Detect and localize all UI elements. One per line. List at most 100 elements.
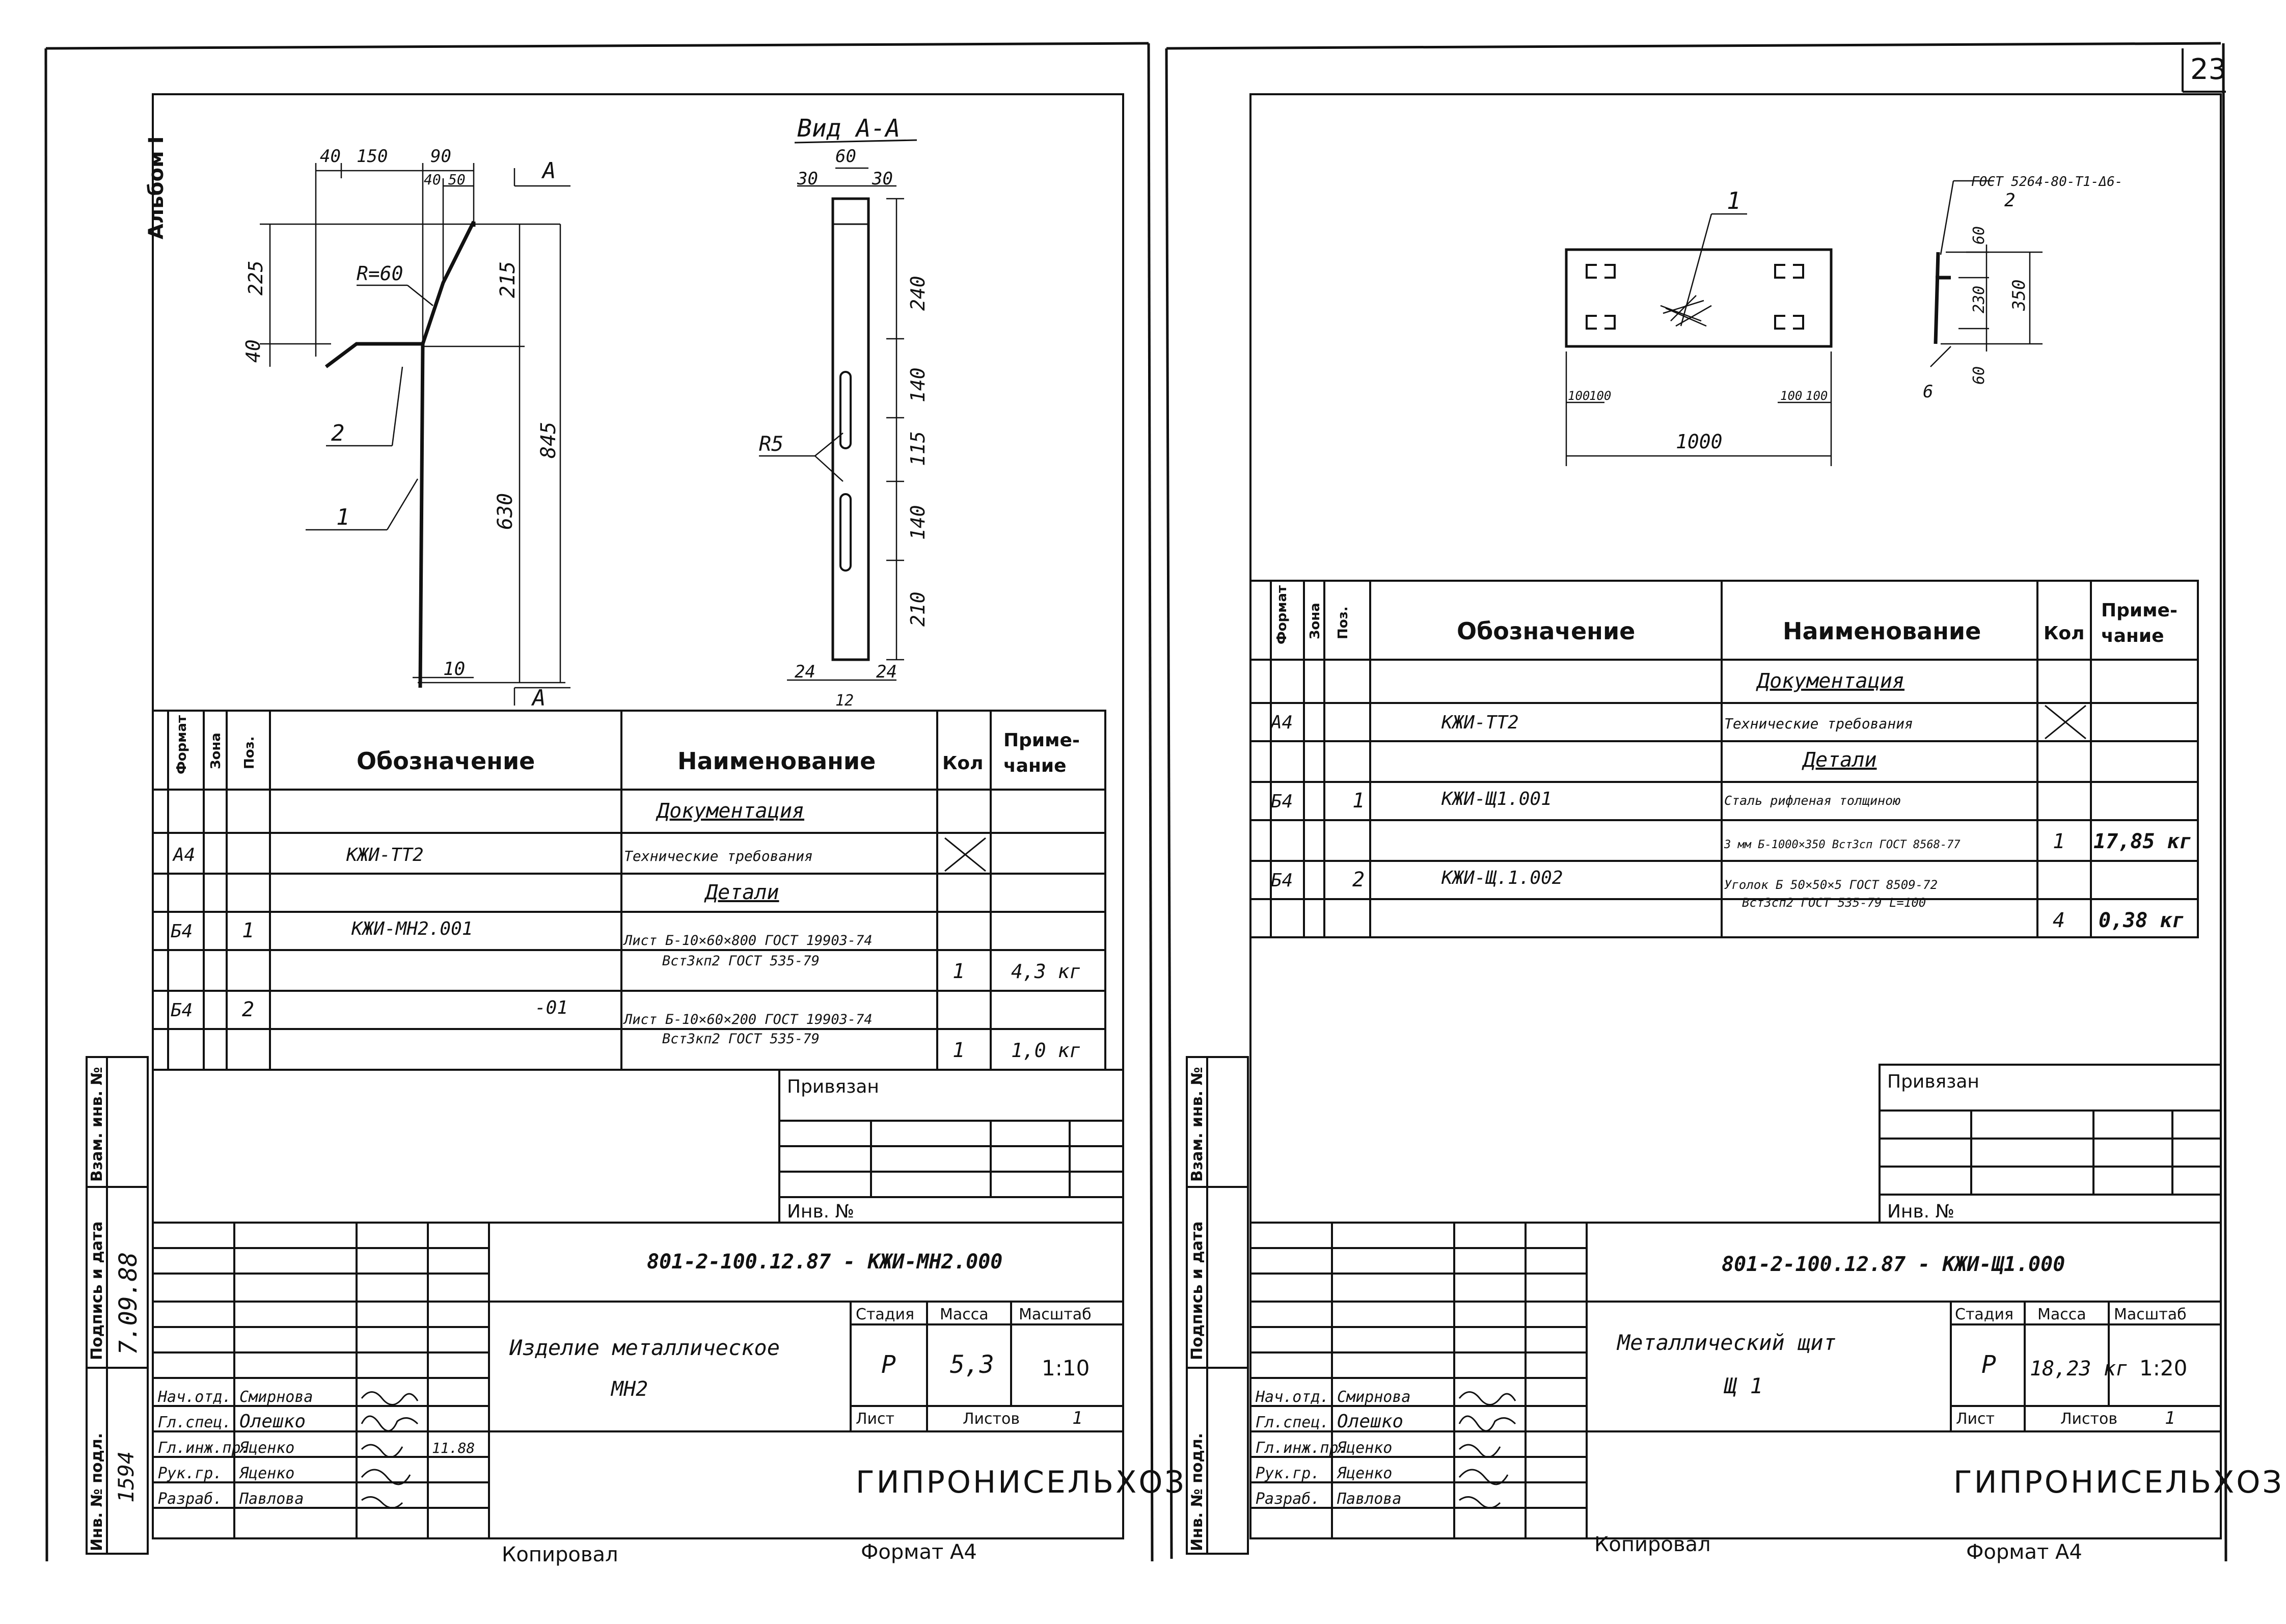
hdr-qty: Кол xyxy=(942,753,984,774)
stadia-header: Стадия xyxy=(856,1306,914,1323)
view-dim-60: 60 xyxy=(835,146,856,167)
row1-name: Технические требования xyxy=(624,848,813,864)
massa-header: Масса xyxy=(940,1306,989,1323)
sign-date: 11.88 xyxy=(432,1440,475,1456)
stamp-vzam: Взам. инв. № xyxy=(88,1067,106,1182)
page-number-box: 23 xyxy=(2182,48,2226,93)
row3-qty: 4 xyxy=(2053,909,2065,932)
dim-top-150: 150 xyxy=(357,146,388,167)
view-dim-30b: 30 xyxy=(872,169,893,189)
view-dim-140a: 140 xyxy=(907,367,929,402)
dim-100a: 100 xyxy=(1568,389,1590,403)
dim-1000: 1000 xyxy=(1676,430,1723,453)
signer-2: Гл.спец. xyxy=(1256,1414,1329,1431)
row2-note: 17,85 кг xyxy=(2093,830,2192,853)
album-label: Альбом I xyxy=(145,137,168,239)
pos-label-1: 1 xyxy=(1727,187,1741,214)
row3-format: Б4 xyxy=(171,1000,193,1021)
listov-value: 1 xyxy=(2165,1408,2175,1428)
name-5: Павлова xyxy=(239,1490,304,1508)
signer-4: Рук.гр. xyxy=(158,1465,222,1482)
masshtab-header: Масштаб xyxy=(2114,1306,2187,1323)
row2-qty: 1 xyxy=(2053,830,2065,853)
hdr-designation: Обозначение xyxy=(1457,617,1635,645)
view-dim-30a: 30 xyxy=(797,169,818,189)
stadia-value: Р xyxy=(881,1350,896,1379)
bend-label: R=60 xyxy=(357,262,403,285)
view-hole-label: R5 xyxy=(759,432,783,456)
name-5: Павлова xyxy=(1337,1490,1401,1508)
name-1: Смирнова xyxy=(239,1388,313,1406)
hdr-pos: Поз. xyxy=(1336,606,1351,639)
dim-100b: 100 xyxy=(1589,389,1611,403)
stamp-inv-podl: Инв. № подл. xyxy=(1188,1433,1206,1551)
row2-name1: Лист Б-10×60×800 ГОСТ 19903-74 xyxy=(623,933,873,949)
hdr-zone: Зона xyxy=(1308,603,1323,639)
row2-name1: Сталь рифленая толщиною xyxy=(1724,793,1900,808)
hdr-note1: Приме- xyxy=(2101,600,2178,621)
drawing-code: 801-2-100.12.87 - КЖИ-МН2.000 xyxy=(647,1250,1002,1274)
section-mark-bottom: А xyxy=(531,685,546,711)
view-dim-140b: 140 xyxy=(907,505,929,540)
drawing-title-1: Изделие металлическое xyxy=(509,1335,780,1360)
row2-format: Б4 xyxy=(171,921,193,942)
row2-name2: 3 мм Б-1000×350 Вст3сп ГОСТ 8568-77 xyxy=(1724,838,1961,851)
view-dim-115: 115 xyxy=(907,431,929,466)
kopiroval: Копировал xyxy=(502,1543,618,1566)
row3-qty: 1 xyxy=(953,1039,965,1062)
signer-4: Рук.гр. xyxy=(1256,1465,1320,1482)
masshtab-header: Масштаб xyxy=(1019,1306,1092,1323)
drawing-title-1: Металлический щит xyxy=(1616,1330,1836,1355)
row2-pos: 1 xyxy=(1352,789,1365,813)
signer-5: Разраб. xyxy=(1256,1490,1320,1508)
hdr-format: Формат xyxy=(1274,585,1290,644)
row2-qty: 1 xyxy=(953,960,965,983)
section-docs: Документация xyxy=(656,799,804,823)
view-dim-24a: 24 xyxy=(795,662,815,682)
section-parts: Детали xyxy=(1802,748,1877,772)
row1-format: А4 xyxy=(1270,712,1293,733)
name-4: Яценко xyxy=(238,1465,294,1482)
row3-designation: -01 xyxy=(535,997,568,1018)
inv-no: Инв. № xyxy=(787,1201,854,1222)
massa-header: Масса xyxy=(2037,1306,2086,1323)
hdr-format: Формат xyxy=(174,715,189,774)
view-dim-240: 240 xyxy=(907,276,929,311)
section-docs: Документация xyxy=(1756,669,1904,693)
stamp-inv-value: 1594 xyxy=(114,1451,139,1503)
drawing-title-2: Щ 1 xyxy=(1723,1373,1763,1398)
stamp-podpis: Подпись и дата xyxy=(1188,1222,1206,1360)
row3-name2: Вст3сп2 ГОСТ 535-79 L=100 xyxy=(1742,896,1926,910)
row3-pos: 2 xyxy=(1352,868,1365,891)
hdr-note2: чание xyxy=(2101,626,2164,646)
signer-1: Нач.отд. xyxy=(157,1388,232,1406)
signer-3: Гл.инж.пр. xyxy=(158,1439,250,1457)
dim-right-630: 630 xyxy=(494,493,517,530)
row1-format: А4 xyxy=(172,845,195,865)
view-dim-210: 210 xyxy=(907,591,929,627)
left-part-drawing: 40 150 90 40 50 225 40 215 845 630 10 R=… xyxy=(242,146,570,711)
dim-60b: 60 xyxy=(1970,366,1988,385)
row1-name: Технические требования xyxy=(1724,715,1913,732)
privyazan: Привязан xyxy=(1887,1071,1979,1092)
listov-header: Листов xyxy=(2060,1410,2117,1428)
dim-left-40: 40 xyxy=(242,339,264,363)
signer-5: Разраб. xyxy=(158,1490,222,1508)
row3-name2: Вст3кп2 ГОСТ 535-79 xyxy=(662,1031,820,1047)
masshtab-value: 1:20 xyxy=(2139,1356,2187,1381)
massa-value: 5,3 xyxy=(950,1350,994,1379)
dim-100d: 100 xyxy=(1806,389,1828,403)
listov-header: Листов xyxy=(963,1410,1020,1428)
dim-6: 6 xyxy=(1923,382,1933,402)
view-title: Вид А-А xyxy=(797,114,900,143)
section-parts: Детали xyxy=(704,881,779,904)
dim-top-90: 90 xyxy=(430,146,451,167)
dim-bottom-10: 10 xyxy=(443,659,465,680)
row3-pos: 2 xyxy=(242,998,254,1021)
stadia-value: Р xyxy=(1981,1350,1996,1379)
section-mark-top: А xyxy=(541,158,556,184)
signer-1: Нач.отд. xyxy=(1255,1388,1329,1406)
stadia-header: Стадия xyxy=(1955,1306,2013,1323)
right-title-block: Привязан Инв. № 801-2-100.12.87 - КЖИ-Щ1… xyxy=(1249,1064,2282,1564)
